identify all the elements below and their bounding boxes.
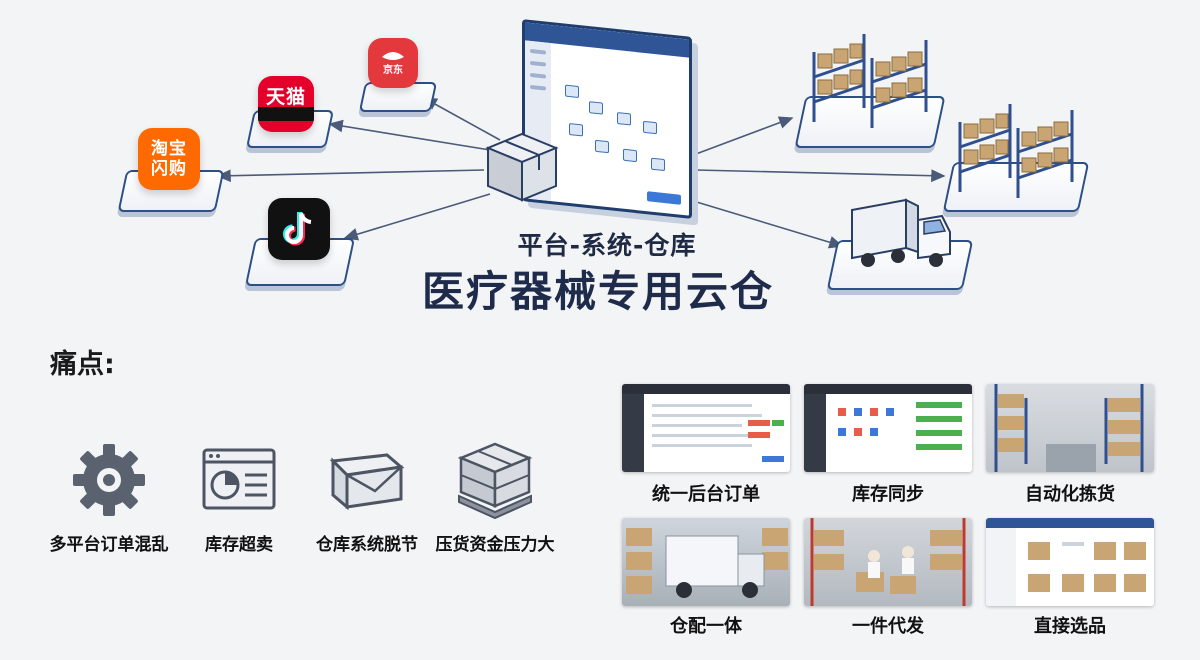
pallet-boxes-icon xyxy=(457,442,533,520)
inventory-screen-icon xyxy=(202,448,276,510)
pain-point-label: 压货资金压力大 xyxy=(435,535,555,555)
taobao-icon: 淘宝 闪购 xyxy=(138,128,200,190)
diagram-title: 医疗器械专用云仓 xyxy=(421,267,774,316)
package-box-icon xyxy=(485,132,559,202)
pain-point-order-chaos: 多平台订单混乱 xyxy=(34,440,184,555)
diagram-subtitle: 平台-系统-仓库 xyxy=(517,231,697,260)
pain-point-system-disconnect: 仓库系统脱节 xyxy=(292,440,442,555)
thumb-dropshipping xyxy=(804,518,972,606)
arrow-to-truck xyxy=(689,199,844,249)
pain-point-oversell: 库存超卖 xyxy=(164,440,314,555)
solution-label: 统一后台订单 xyxy=(652,484,760,505)
arrow-to-warehouse-1 xyxy=(695,116,794,155)
pain-point-label: 库存超卖 xyxy=(205,535,273,555)
thumb-warehouse-delivery xyxy=(622,518,790,606)
warehouse-rack-icon-1 xyxy=(812,34,928,128)
pain-point-stock-pressure: 压货资金压力大 xyxy=(420,440,570,555)
warehouse-rack-icon-2 xyxy=(958,104,1074,198)
arrow-to-warehouse-2 xyxy=(695,169,946,183)
arrow-to-taobao xyxy=(216,169,485,183)
monitor-button xyxy=(647,191,681,205)
jd-icon: 京东 xyxy=(368,38,418,88)
thumb-auto-picking xyxy=(986,384,1154,472)
pain-points-title: 痛点: xyxy=(50,349,115,380)
solution-label: 自动化拣货 xyxy=(1025,484,1115,505)
delivery-truck-icon xyxy=(851,198,951,267)
solution-label: 一件代发 xyxy=(852,616,924,637)
gear-icon xyxy=(73,444,145,516)
thumb-product-selection xyxy=(986,518,1154,606)
arrow-to-douyin xyxy=(343,193,491,241)
arrow-to-tmall xyxy=(328,119,491,151)
douyin-icon xyxy=(268,198,330,260)
thumb-unified-orders xyxy=(622,384,790,472)
tmall-icon: 天猫 xyxy=(258,76,314,132)
solution-label: 仓配一体 xyxy=(670,616,742,637)
arrow-to-jd xyxy=(422,97,501,141)
envelope-icon xyxy=(329,453,405,511)
solution-label: 库存同步 xyxy=(852,484,924,505)
thumb-inventory-sync xyxy=(804,384,972,472)
pain-point-label: 多平台订单混乱 xyxy=(49,535,169,555)
pain-point-label: 仓库系统脱节 xyxy=(316,535,418,555)
solution-label: 直接选品 xyxy=(1034,616,1106,637)
